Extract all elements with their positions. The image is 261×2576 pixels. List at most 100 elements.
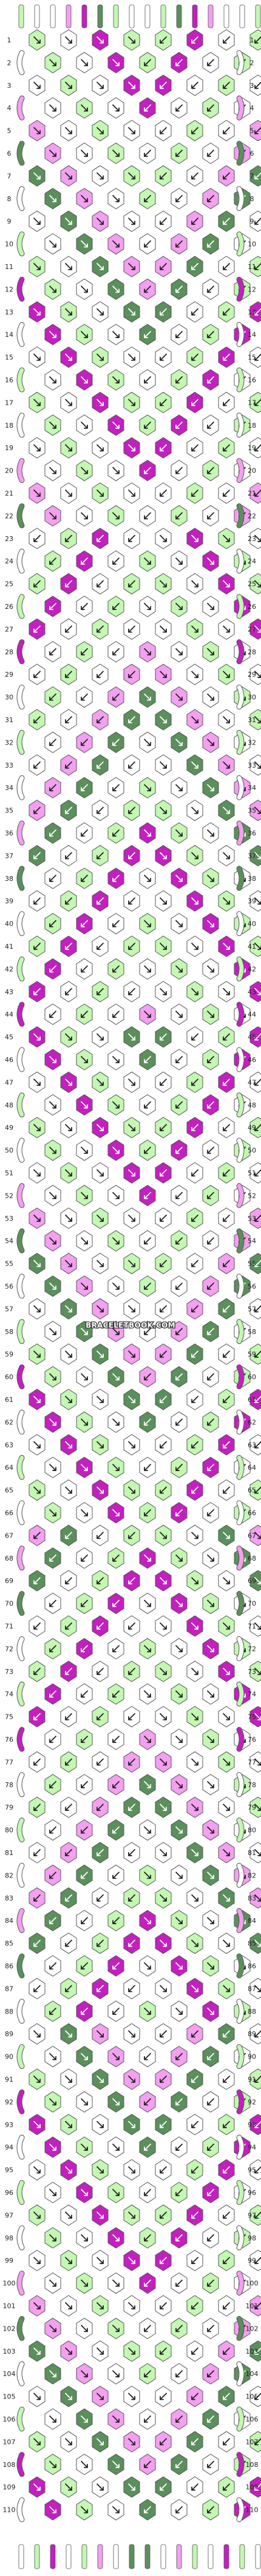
knot xyxy=(155,2204,172,2226)
arrow-down-right-icon xyxy=(128,2483,135,2491)
knot xyxy=(60,1479,77,1501)
knot xyxy=(44,550,61,572)
arrow-down-left-icon xyxy=(128,1577,135,1585)
arrow-down-left-icon xyxy=(128,1804,135,1811)
arrow-down-left-icon xyxy=(144,421,151,429)
knot xyxy=(218,29,235,51)
edge-string xyxy=(237,2271,244,2295)
knot xyxy=(107,1819,124,1841)
edge-strings xyxy=(16,50,245,2523)
knot xyxy=(107,505,124,526)
arrow-down-left-icon xyxy=(33,716,41,723)
knot xyxy=(218,2340,235,2362)
knot xyxy=(44,686,61,708)
knot xyxy=(107,142,124,164)
edge-string xyxy=(237,1365,244,1389)
knot xyxy=(60,1434,77,1456)
knot xyxy=(92,1842,109,1864)
knot xyxy=(139,1547,156,1569)
arrow-down-left-icon xyxy=(33,1577,41,1585)
arrow-down-left-icon xyxy=(254,2438,261,2446)
arrow-down-left-icon xyxy=(81,557,88,565)
string-end xyxy=(113,2544,119,2569)
arrow-down-right-icon xyxy=(112,2234,120,2242)
knot xyxy=(44,1593,61,1615)
arrow-down-left-icon xyxy=(254,1396,261,1403)
knot xyxy=(139,913,156,935)
knot xyxy=(155,1479,172,1501)
arrow-down-right-icon xyxy=(65,1169,72,1177)
edge-string xyxy=(237,503,244,528)
arrow-down-left-icon xyxy=(144,2143,151,2151)
arrow-down-left-icon xyxy=(49,1826,56,1834)
knot xyxy=(44,324,61,345)
arrow-down-right-icon xyxy=(254,1713,261,1721)
knot xyxy=(44,777,61,798)
knot xyxy=(29,2340,46,2362)
knot xyxy=(155,800,172,822)
knot xyxy=(155,890,172,912)
arrow-down-left-icon xyxy=(191,2347,198,2355)
row-number-left: 21 xyxy=(5,490,13,497)
arrow-down-right-icon xyxy=(223,943,230,950)
knot xyxy=(155,301,172,323)
arrow-down-left-icon xyxy=(160,2030,167,2038)
arrow-down-left-icon xyxy=(223,36,230,44)
knot xyxy=(92,347,109,368)
arrow-down-right-icon xyxy=(112,2506,120,2514)
row-number-left: 53 xyxy=(5,1215,13,1223)
arrow-down-left-icon xyxy=(144,2460,151,2468)
edge-string xyxy=(17,2180,24,2205)
arrow-down-left-icon xyxy=(175,421,183,429)
knot xyxy=(186,1933,203,1954)
knot xyxy=(139,1910,156,1931)
arrow-down-right-icon xyxy=(97,2483,104,2491)
arrow-down-left-icon xyxy=(128,671,135,679)
row-number-right: 7 xyxy=(250,172,254,180)
arrow-down-right-icon xyxy=(97,490,104,497)
knot xyxy=(171,1593,188,1615)
knot xyxy=(107,1955,124,1977)
arrow-down-left-icon xyxy=(144,59,151,67)
knot xyxy=(139,2091,156,2113)
arrow-down-left-icon xyxy=(160,2166,167,2174)
knot xyxy=(29,1977,46,1999)
knot xyxy=(155,754,172,776)
arrow-down-left-icon xyxy=(254,2302,261,2309)
arrow-down-right-icon xyxy=(160,1758,167,1766)
arrow-down-left-icon xyxy=(191,2302,198,2309)
arrow-down-left-icon xyxy=(33,625,41,633)
arrow-down-left-icon xyxy=(223,1214,230,1222)
arrow-down-right-icon xyxy=(191,1622,198,1630)
arrow-down-left-icon xyxy=(175,331,183,339)
arrow-down-left-icon xyxy=(112,1599,120,1607)
knot xyxy=(60,1570,77,1592)
arrow-down-left-icon xyxy=(207,2325,214,2332)
arrow-down-right-icon xyxy=(175,2007,183,2015)
knot xyxy=(139,1184,156,1206)
edge-string xyxy=(17,2407,24,2431)
arrow-down-left-icon xyxy=(160,217,167,225)
arrow-down-left-icon xyxy=(112,1736,120,1743)
edge-string xyxy=(17,1727,24,1751)
knot xyxy=(155,1661,172,1682)
knot xyxy=(107,1728,124,1750)
edge-string xyxy=(237,821,244,845)
knot xyxy=(123,2068,140,2090)
knot xyxy=(155,935,172,957)
arrow-down-right-icon xyxy=(254,988,261,995)
knot xyxy=(29,2295,46,2317)
arrow-down-right-icon xyxy=(160,897,167,905)
knot xyxy=(123,2204,140,2226)
row-number-right: 27 xyxy=(248,625,256,633)
arrow-down-left-icon xyxy=(144,1056,151,1063)
knot xyxy=(76,2317,93,2339)
arrow-down-right-icon xyxy=(97,1169,104,1177)
arrow-down-right-icon xyxy=(81,1418,88,1426)
string-end xyxy=(18,2544,24,2569)
arrow-down-right-icon xyxy=(254,1577,261,1585)
knot xyxy=(29,165,46,187)
arrow-down-left-icon xyxy=(144,150,151,157)
row-number-left: 101 xyxy=(3,2302,16,2310)
edge-string xyxy=(17,187,24,211)
